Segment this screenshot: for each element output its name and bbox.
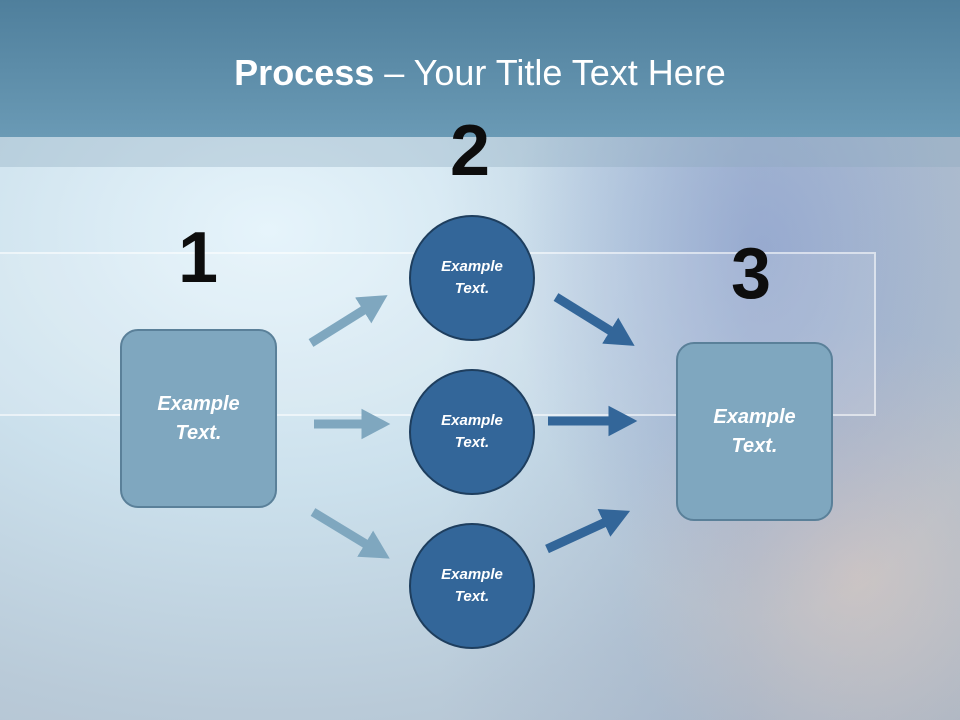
step-2-circle-top[interactable]: Example Text. <box>409 215 535 341</box>
step-2-circle-bottom[interactable]: Example Text. <box>409 523 535 649</box>
step-1-text: Example Text. <box>157 390 239 448</box>
step-number-3: 3 <box>731 234 772 314</box>
title-bold: Process <box>234 52 375 93</box>
title-banner <box>0 0 960 137</box>
step-1-text-line1: Example <box>157 392 240 415</box>
circle-top-text-line1: Example <box>441 257 503 275</box>
step-1-box[interactable]: Example Text. <box>120 329 277 508</box>
circle-bottom-text-line2: Text. <box>454 588 490 605</box>
step-number-1: 1 <box>178 218 219 298</box>
slide-title[interactable]: Process – Your Title Text Here <box>0 52 960 94</box>
circle-top-text-line2: Text. <box>454 280 490 297</box>
banner-shadow-strip <box>0 137 960 167</box>
circle-middle-text-line1: Example <box>441 411 503 429</box>
arrow-1-to-top <box>308 295 388 347</box>
step-3-text: Example Text. <box>713 403 795 461</box>
circle-middle-text-line2: Text. <box>454 434 490 451</box>
arrow-bottom-to-3 <box>545 508 631 554</box>
step-2-circle-middle[interactable]: Example Text. <box>409 369 535 495</box>
title-rest: – Your Title Text Here <box>374 52 726 93</box>
step-1-text-line2: Text. <box>175 421 222 444</box>
step-3-text-line2: Text. <box>731 434 778 457</box>
arrow-top-to-3 <box>553 293 635 346</box>
step-3-text-line1: Example <box>713 405 796 428</box>
circle-bottom-text-line1: Example <box>441 565 503 583</box>
step-3-box[interactable]: Example Text. <box>676 342 833 521</box>
arrow-1-to-bottom <box>310 508 390 559</box>
step-number-2: 2 <box>450 111 491 191</box>
